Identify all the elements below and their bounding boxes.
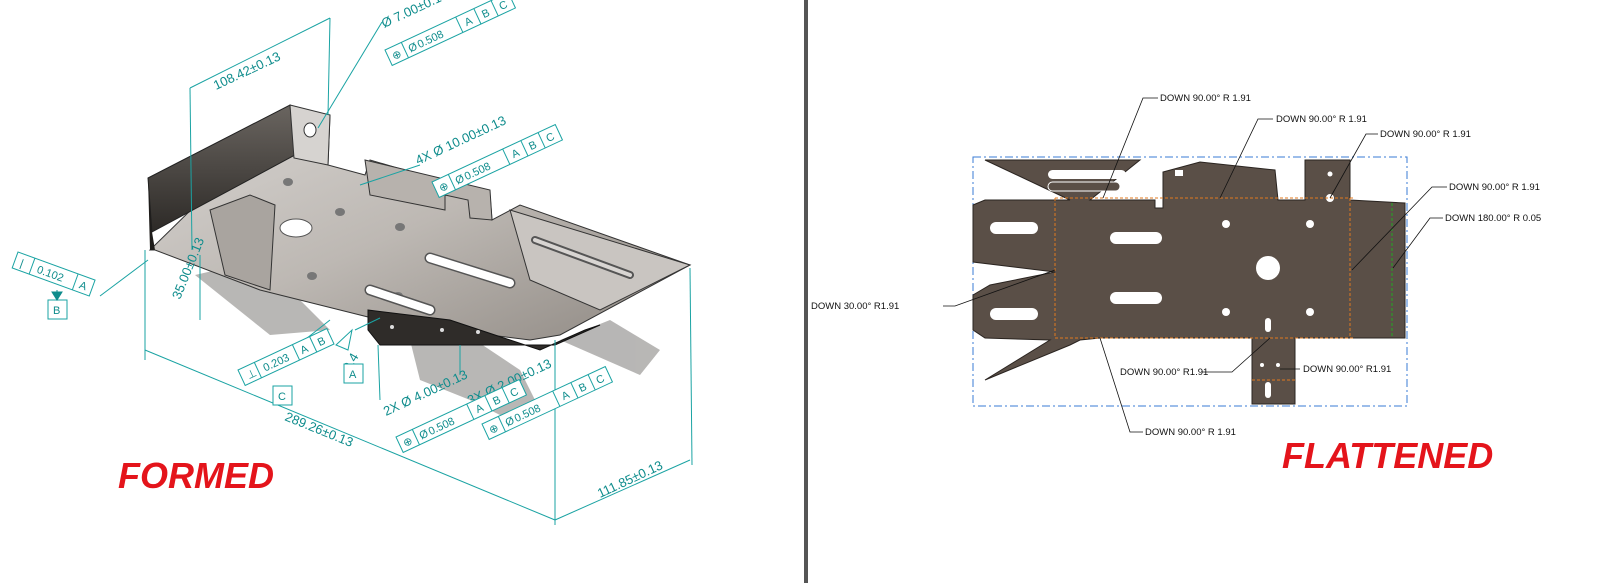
svg-text:A: A — [77, 279, 89, 293]
svg-text:C: C — [278, 391, 286, 403]
dim-depth: 111.85±0.13 — [595, 457, 665, 500]
datum-b-tag: B — [47, 290, 68, 320]
svg-text:B: B — [527, 139, 539, 153]
fcf-4x-position: ⊕ Ø 0.508 A B C — [431, 123, 564, 199]
bend-note-2: DOWN 90.00° R 1.91 — [1276, 114, 1367, 125]
svg-text:B: B — [53, 305, 60, 317]
datum-c-tag: C — [272, 385, 293, 406]
formed-part — [147, 104, 692, 351]
svg-text:B: B — [577, 381, 589, 395]
svg-text:⊕: ⊕ — [390, 48, 403, 63]
fcf-hole-position: ⊕ Ø 0.508 A B C — [384, 0, 517, 67]
formed-label: FORMED — [118, 455, 274, 496]
formed-view: Ø 7.00±0.13 108.42±0.13 4X Ø 10.00±0.13 … — [11, 0, 693, 525]
svg-text:B: B — [316, 335, 328, 349]
svg-text:⊥: ⊥ — [245, 367, 259, 382]
flat-bounding-box — [972, 156, 1408, 407]
svg-text:B: B — [480, 7, 492, 21]
flattened-label: FLATTENED — [1282, 435, 1493, 476]
fcf-perpendicularity: ⊥ 0.203 A B — [237, 327, 335, 387]
flat-pattern — [972, 159, 1406, 405]
svg-text:|: | — [18, 258, 25, 270]
svg-text:⊕: ⊕ — [487, 422, 500, 437]
flattened-view: DOWN 90.00° R 1.91 DOWN 90.00° R 1.91 DO… — [811, 93, 1541, 476]
bend-note-7: DOWN 90.00° R1.91 — [1120, 367, 1208, 378]
bend-note-5: DOWN 180.00° R 0.05 — [1445, 213, 1541, 224]
flat-bend-lines — [1054, 197, 1355, 381]
svg-text:⊕: ⊕ — [401, 435, 414, 450]
datum-a-tag: A — [335, 328, 364, 384]
flat-leaders — [943, 97, 1447, 433]
fcf-flatness: | 0.102 A — [11, 251, 96, 297]
view-divider — [804, 0, 808, 583]
bend-note-1: DOWN 90.00° R 1.91 — [1160, 93, 1251, 104]
bend-note-6: DOWN 30.00° R1.91 — [811, 301, 899, 312]
svg-text:B: B — [491, 394, 503, 408]
flat-cutouts — [990, 170, 1334, 398]
dim-length: 289.26±0.13 — [283, 409, 356, 450]
bend-note-9: DOWN 90.00° R 1.91 — [1145, 427, 1236, 438]
svg-text:A: A — [349, 369, 357, 381]
svg-text:⊕: ⊕ — [437, 180, 450, 195]
dim-top-width: 108.42±0.13 — [211, 49, 283, 93]
bend-note-3: DOWN 90.00° R 1.91 — [1380, 129, 1471, 140]
bend-note-8: DOWN 90.00° R1.91 — [1303, 364, 1391, 375]
svg-text:C: C — [497, 0, 509, 13]
bend-note-4: DOWN 90.00° R 1.91 — [1449, 182, 1540, 193]
formed-dimension-lines — [99, 17, 693, 525]
